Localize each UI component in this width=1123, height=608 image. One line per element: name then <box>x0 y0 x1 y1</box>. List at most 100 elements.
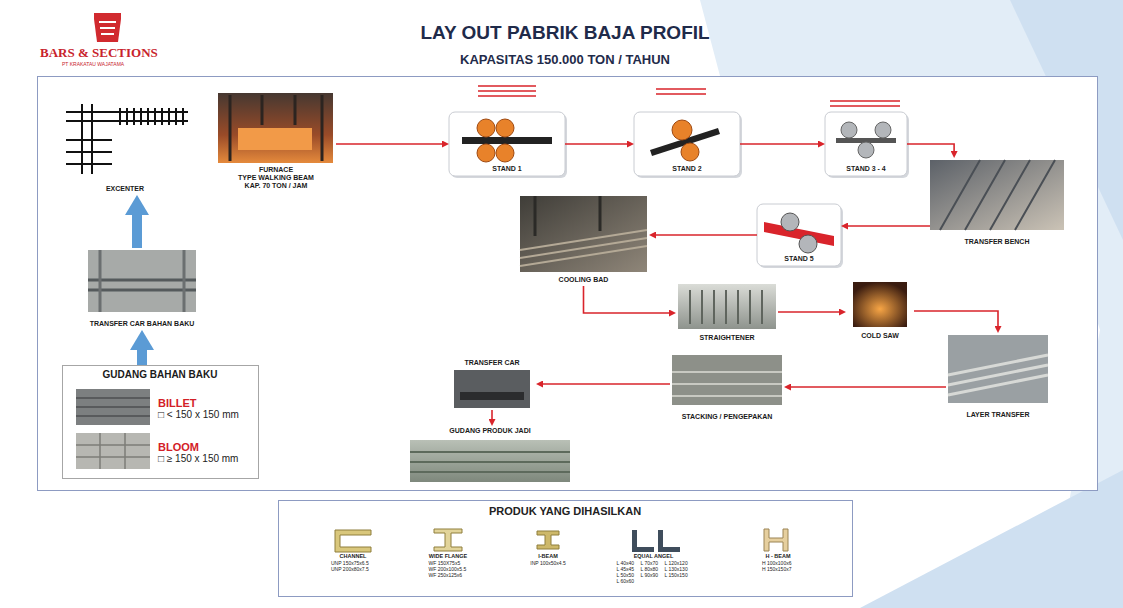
product-sizes: H 100x100x6 H 150x150x7 <box>762 560 794 572</box>
product-icons-part <box>632 530 654 552</box>
node-label: TRANSFER CAR <box>464 359 519 367</box>
flow-arrow <box>584 286 670 313</box>
process-station: LAYER TRANSFER <box>946 333 1050 421</box>
main-panel <box>38 77 1098 491</box>
node-label: TYPE WALKING BEAM KAP. 70 TON / JAM <box>235 174 317 190</box>
transfer-car-photo-part <box>460 392 524 400</box>
node-label: STAND 5 <box>784 255 813 263</box>
process-station: COLD SAW <box>846 280 914 342</box>
billet-photo <box>76 389 150 425</box>
node-label: COLD SAW <box>861 332 899 340</box>
rolling-stand-boxes-part <box>858 142 874 158</box>
size-columns: L 40x40 L 45x45 L 50x50 L 60x60L 70x70 L… <box>617 560 691 584</box>
excenter-rails <box>66 104 188 174</box>
process-station: STACKING / PENGEPAKAN <box>670 353 784 423</box>
material-size: □ ≥ 150 x 150 mm <box>158 453 238 464</box>
rolling-stand: STAND 5 <box>757 204 841 266</box>
product-item: H - BEAMH 100x100x6 H 150x150x7 <box>738 525 818 593</box>
rolling-stand-boxes-part <box>757 204 841 266</box>
panel-heading: PRODUK YANG DIHASILKAN <box>489 505 641 517</box>
node-label: TRANSFER BENCH <box>965 238 1030 246</box>
cooling-bed-photo <box>520 196 647 272</box>
product-name: I-BEAM <box>538 553 558 560</box>
rolling-stand-boxes-part <box>681 143 699 161</box>
excenter-rails-part <box>66 163 112 165</box>
raw-store-frame <box>63 366 259 479</box>
rolling-stand-boxes-part <box>496 119 514 137</box>
layer-transfer-photo <box>948 335 1048 403</box>
process-station: STRAIGHTENER <box>676 282 778 344</box>
transfer-bench-photo <box>930 160 1064 230</box>
flow-arrow <box>848 225 930 227</box>
furnace-photo <box>218 93 333 163</box>
rolling-stand-boxes-part <box>825 112 907 176</box>
process-station: TRANSFER BENCH <box>930 158 1064 248</box>
rolling-stand-boxes-part <box>477 119 495 137</box>
node-label: STAND 1 <box>492 165 521 173</box>
node-label: STAND 3 - 4 <box>846 165 886 173</box>
company-logo-part <box>94 13 121 42</box>
product-sizes: WF 150X75x5 WF 200x100x5.5 WF 250x125x6 <box>429 560 468 578</box>
rolling-stand-boxes-part <box>634 112 740 176</box>
node-label: GUDANG PRODUK JADI <box>449 427 530 435</box>
transfer-bench-photo-part <box>930 160 1064 230</box>
node-label: COOLING BAD <box>559 276 609 284</box>
flow-arrow <box>914 311 998 326</box>
stacking-photo <box>672 355 782 405</box>
company-subname: PT KRAKATAU WAJATAMA <box>62 61 124 67</box>
product-sizes: L 120x120 L 130x130 L 150x150 <box>665 560 691 578</box>
company-logo-part <box>99 22 116 34</box>
rolling-stand-boxes <box>449 112 909 268</box>
finished-goods-photo-part <box>410 452 570 472</box>
company-logo <box>94 13 121 42</box>
layer-transfer-photo-part <box>948 355 1048 395</box>
product-sizes: L 40x40 L 45x45 L 50x50 L 60x60 <box>617 560 637 584</box>
finished-goods-photo <box>410 440 570 482</box>
product-icons-part <box>434 529 462 551</box>
straightener-photo-part <box>690 290 762 324</box>
raw-transfer-car-photo-part <box>88 250 196 312</box>
flow-arrow <box>907 144 954 151</box>
process-station: COOLING BAD <box>518 194 649 286</box>
rolling-stand: STAND 3 - 4 <box>825 112 907 176</box>
flow-arrow <box>565 143 627 145</box>
node-label: LAYER TRANSFER <box>966 411 1029 419</box>
rolling-stand: STAND 1 <box>449 112 565 176</box>
cold-saw-photo-part <box>853 282 907 327</box>
furnace-photo-part <box>230 95 322 161</box>
node-label: EXCENTER <box>106 185 144 193</box>
product-sizes: L 70x70 L 80x80 L 90x90 <box>641 560 661 578</box>
straightener-photo-part <box>678 284 776 329</box>
cooling-bed-photo-part <box>520 230 647 266</box>
direction-marks <box>478 86 900 106</box>
supply-arrow <box>137 350 147 365</box>
node-label: STRAIGHTENER <box>699 334 754 342</box>
flow-arrow <box>336 143 442 145</box>
flow-arrow <box>543 383 670 385</box>
product-panel-frame <box>279 501 853 597</box>
raw-material-item: BLOOM□ ≥ 150 x 150 mm <box>72 431 254 473</box>
excenter-rails-part <box>120 108 183 125</box>
material-name: BILLET <box>158 397 197 409</box>
straightener-photo <box>678 284 776 329</box>
flow-arrow <box>491 410 493 419</box>
flow-arrow <box>778 311 839 313</box>
product-icons-part <box>658 530 680 552</box>
direction-marks-part <box>478 86 536 96</box>
transfer-car-photo-part <box>454 370 530 408</box>
bloom-photo-part <box>76 433 150 469</box>
excenter-rails-part <box>66 151 112 153</box>
product-item: I-BEAMINP 100x50x4.5 <box>513 525 583 593</box>
store-heading: GUDANG BAHAN BAKU <box>103 369 218 380</box>
rolling-stand-boxes-part <box>462 137 552 144</box>
transfer-car-photo <box>454 370 530 408</box>
rolling-stand-boxes-part <box>449 112 565 176</box>
layer-transfer-photo-part <box>948 335 1048 403</box>
flow-arrow <box>656 234 757 236</box>
cold-saw-photo <box>853 282 907 327</box>
capacity-subtitle: KAPASITAS 150.000 TON / TAHUN <box>0 52 1123 67</box>
product-name: CHANNEL <box>340 553 367 560</box>
cooling-bed-photo-part <box>535 196 600 236</box>
product-icons-part <box>764 529 788 551</box>
product-sizes: UNP 150x75x6.5 UNP 200x80x7.5 <box>331 560 375 572</box>
